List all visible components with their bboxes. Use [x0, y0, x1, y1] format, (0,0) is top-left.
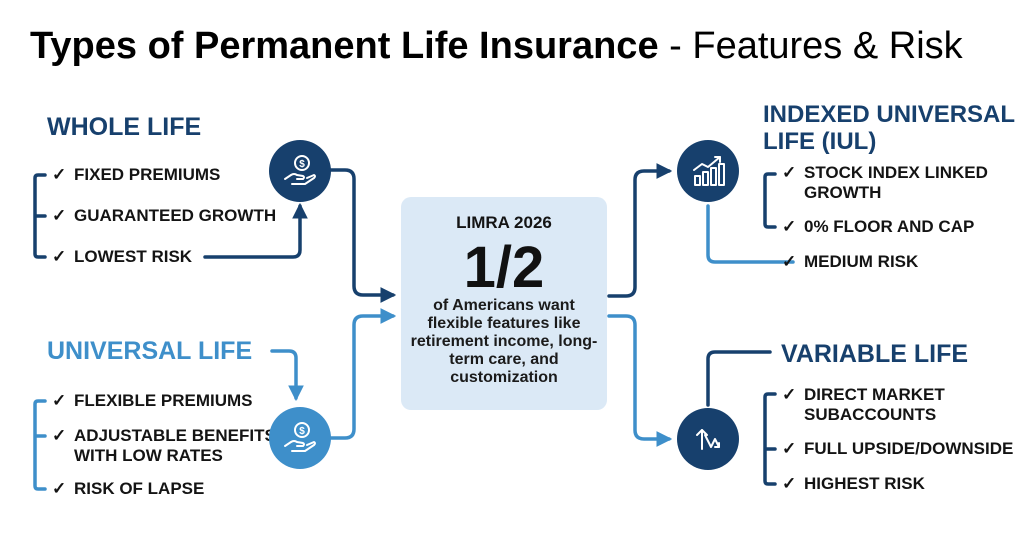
page-title: Types of Permanent Life Insurance - Feat…: [30, 22, 963, 70]
universal-life-bracket: [33, 399, 47, 491]
universal-life-heading: UNIVERSAL LIFE: [47, 337, 253, 365]
stat-value: 1/2: [463, 235, 545, 300]
title-suffix: - Features & Risk: [669, 25, 963, 67]
check-icon: ✓: [782, 217, 797, 236]
check-icon: ✓: [782, 385, 797, 404]
check-icon: ✓: [782, 163, 797, 182]
stat-description: of Americans want flexible features like…: [410, 297, 598, 386]
check-icon: ✓: [782, 252, 797, 271]
whole-life-item-2: ✓GUARANTEED GROWTH: [52, 206, 277, 225]
stat-source: LIMRA 2026: [456, 213, 552, 232]
whole-life-heading: WHOLE LIFE: [47, 113, 202, 141]
check-icon: ✓: [52, 479, 67, 498]
iul-item-2: ✓0% FLOOR AND CAP: [782, 217, 975, 236]
title-main: Types of Permanent Life Insurance: [30, 25, 659, 67]
universal-life-item-2: ✓ADJUSTABLE BENEFITS WITH LOW RATES: [52, 426, 276, 465]
center-stat-box: LIMRA 2026 1/2 of Americans want flexibl…: [401, 197, 607, 410]
variable-life-heading: VARIABLE LIFE: [781, 340, 969, 368]
variable-life-bracket: [763, 392, 777, 486]
whole-life-bracket: [33, 173, 47, 259]
variable-life-item-2: ✓FULL UPSIDE/DOWNSIDE: [782, 439, 1014, 458]
variable-life-heading-line: [706, 350, 772, 407]
variable-life-item-3: ✓HIGHEST RISK: [782, 474, 925, 493]
universal-life-item-1: ✓FLEXIBLE PREMIUMS: [52, 391, 253, 410]
universal-life-item-3: ✓RISK OF LAPSE: [52, 479, 205, 498]
whole-life-to-center-arrow: [329, 168, 397, 303]
check-icon: ✓: [52, 391, 67, 410]
svg-text:$: $: [299, 426, 305, 437]
check-icon: ✓: [52, 165, 67, 184]
bar-chart-rising-icon: [677, 140, 739, 202]
check-icon: ✓: [52, 247, 67, 266]
hand-dollar-icon: $: [269, 407, 331, 469]
iul-heading: INDEXED UNIVERSAL LIFE (IUL): [763, 101, 1016, 155]
iul-item-3: ✓MEDIUM RISK: [782, 252, 919, 271]
check-icon: ✓: [782, 439, 797, 458]
check-icon: ✓: [52, 426, 67, 445]
iul-item-1: ✓STOCK INDEX LINKED GROWTH: [782, 163, 988, 202]
check-icon: ✓: [782, 474, 797, 493]
iul-bracket: [763, 172, 777, 229]
whole-life-item-3: ✓LOWEST RISK: [52, 247, 193, 266]
iul-risk-line: [706, 204, 795, 264]
hand-dollar-icon: $: [269, 140, 331, 202]
whole-life-item-1: ✓FIXED PREMIUMS: [52, 165, 221, 184]
check-icon: ✓: [52, 206, 67, 225]
up-down-arrows-icon: [677, 408, 739, 470]
whole-life-risk-arrow: [203, 202, 308, 259]
svg-text:$: $: [299, 159, 305, 170]
center-to-variable-arrow: [607, 314, 673, 447]
universal-life-to-center-arrow: [329, 308, 397, 440]
universal-life-heading-arrow: [270, 349, 304, 402]
variable-life-item-1: ✓DIRECT MARKET SUBACCOUNTS: [782, 385, 945, 424]
center-to-iul-arrow: [607, 163, 673, 298]
